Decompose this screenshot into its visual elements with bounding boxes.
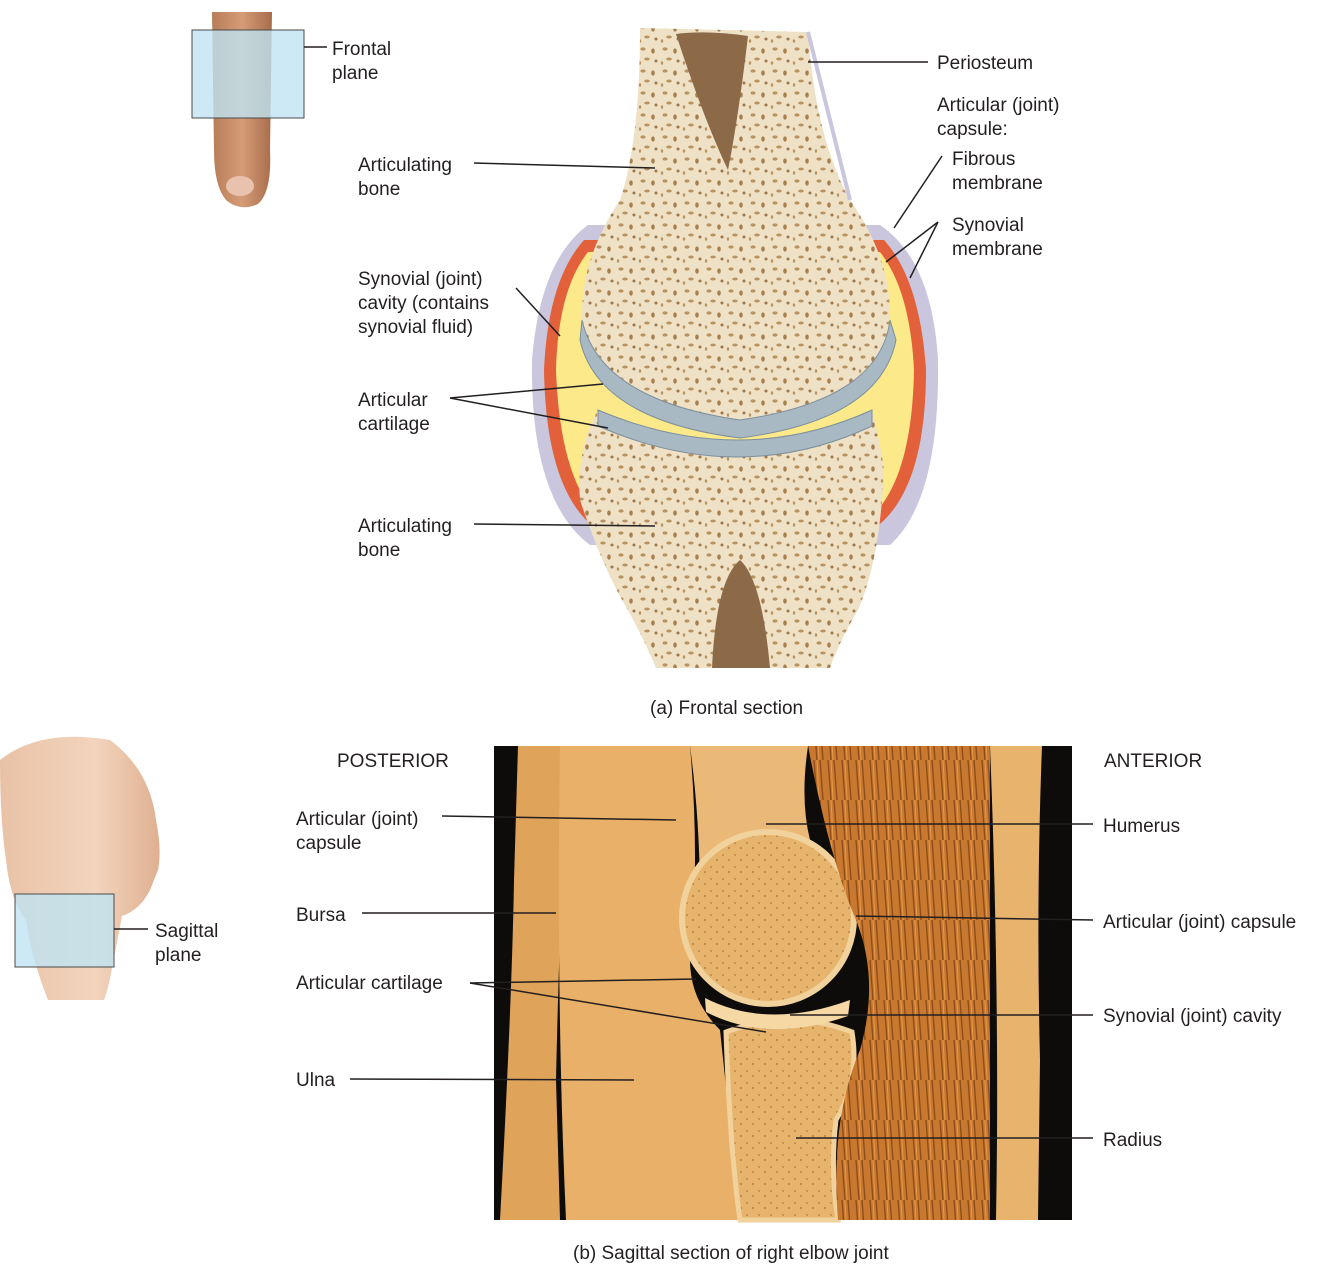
- caption-b: (b) Sagittal section of right elbow join…: [573, 1242, 889, 1266]
- joint-capsule-label: Articular (joint) capsule:: [937, 94, 1059, 142]
- synovial-cavity-b-label: Synovial (joint) cavity: [1103, 1005, 1281, 1029]
- articulating-bone-top-label: Articulating bone: [358, 154, 452, 202]
- articulating-bone-bottom-label: Articulating bone: [358, 515, 452, 563]
- fingernail: [226, 176, 254, 196]
- leader-synovial-membrane-2: [910, 222, 938, 278]
- leader-ulna: [350, 1079, 634, 1080]
- frontal-plane-inset: [192, 12, 327, 207]
- periosteum-label: Periosteum: [937, 52, 1033, 76]
- joint-capsule-left-label: Articular (joint) capsule: [296, 808, 418, 856]
- radius: [726, 1020, 854, 1220]
- caption-a: (a) Frontal section: [650, 697, 803, 721]
- leader-fibrous-membrane: [894, 156, 942, 228]
- joint-capsule-right-label: Articular (joint) capsule: [1103, 911, 1296, 935]
- articular-cartilage-label: Articular cartilage: [358, 389, 430, 437]
- synovial-membrane-label: Synovial membrane: [952, 214, 1043, 262]
- humerus-label: Humerus: [1103, 815, 1180, 839]
- sagittal-plane-label: Sagittal plane: [155, 920, 218, 968]
- synovial-joint-illustration: [532, 28, 938, 668]
- frontal-plane: [192, 30, 304, 118]
- anterior-label: ANTERIOR: [1104, 750, 1202, 774]
- ulna-label: Ulna: [296, 1069, 335, 1093]
- bursa-label: Bursa: [296, 904, 346, 928]
- articular-cartilage-b-label: Articular cartilage: [296, 972, 443, 996]
- leader-articulating-bone-top: [474, 163, 655, 168]
- humerus-head: [682, 832, 854, 1004]
- radius-label: Radius: [1103, 1129, 1162, 1153]
- frontal-plane-label: Frontal plane: [332, 38, 391, 86]
- anterior-skin: [990, 746, 1042, 1220]
- posterior-label: POSTERIOR: [337, 750, 449, 774]
- sagittal-plane: [15, 894, 114, 967]
- sagittal-plane-inset: [0, 737, 160, 1000]
- fibrous-membrane-label: Fibrous membrane: [952, 148, 1043, 196]
- synovial-cavity-label: Synovial (joint) cavity (contains synovi…: [358, 268, 489, 340]
- elbow-section-photo: [494, 746, 1072, 1220]
